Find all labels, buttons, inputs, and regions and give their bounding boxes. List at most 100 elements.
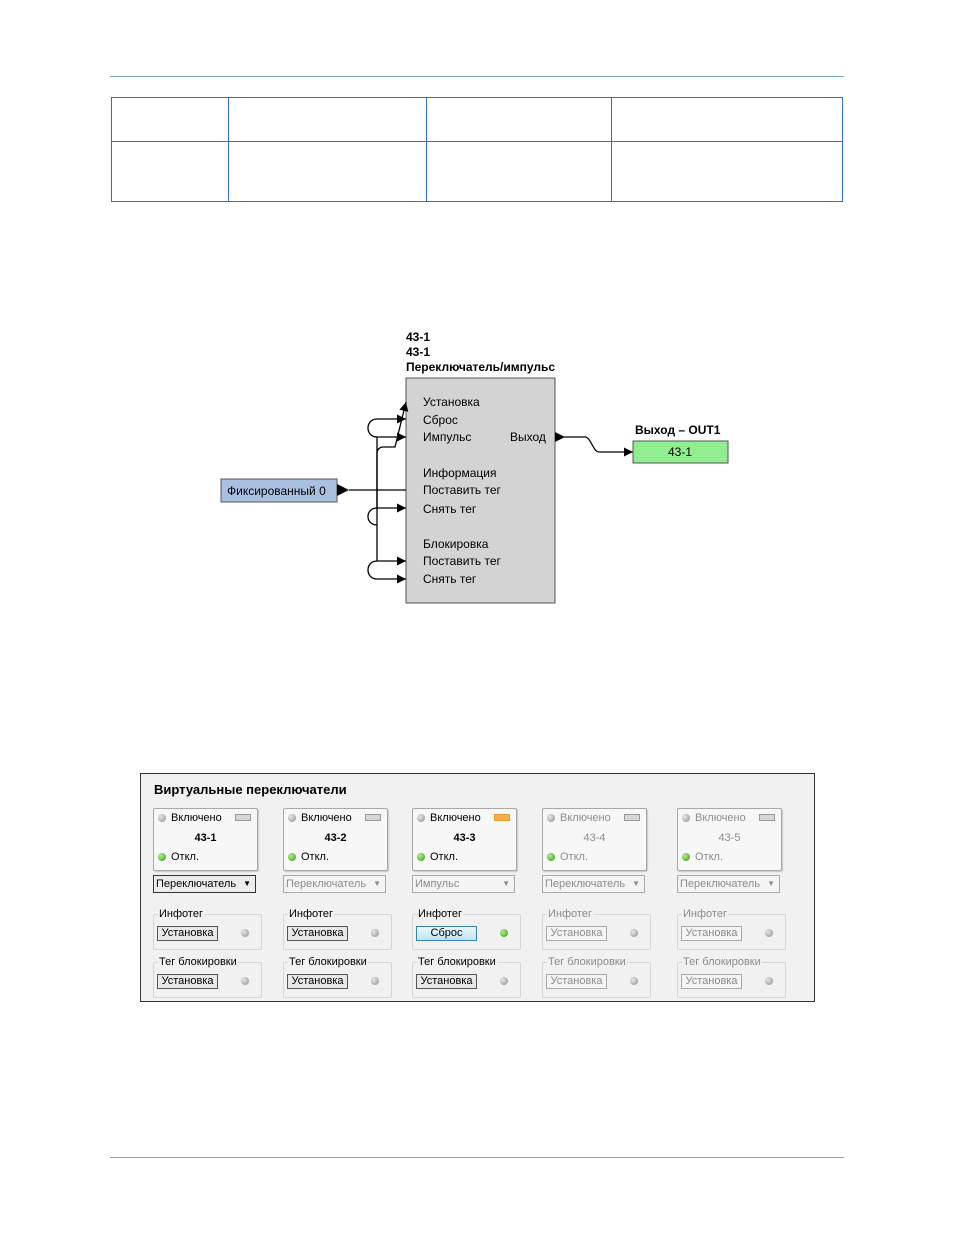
table-cell [228,97,427,142]
off-led-icon [682,853,690,861]
switch-logic-block [405,377,556,604]
info-tag-label: Инфотег [417,908,463,920]
on-led-icon [417,814,425,822]
fixed-zero-output-triangle [337,484,349,496]
output-block-title: Выход – OUT1 [635,423,721,437]
lock-tag-button[interactable]: Установка [546,974,607,989]
lock-tag-label: Тег блокировки [158,956,238,968]
off-label: Откл. [430,851,459,863]
input-label-info-clear-tag: Снять тег [423,502,477,516]
fixed-zero-label: Фиксированный 0 [227,484,326,498]
lock-tag-button[interactable]: Установка [681,974,742,989]
on-label: Включено [301,812,352,824]
state-indicator [759,814,775,821]
table-cell [611,97,843,142]
table-cell [426,141,612,202]
info-tag-label: Инфотег [288,908,334,920]
off-label: Откл. [695,851,724,863]
info-tag-led-icon [765,929,773,937]
lock-tag-label: Тег блокировки [288,956,368,968]
lock-tag-led-icon [765,977,773,985]
table-cell [228,141,427,202]
info-tag-button[interactable]: Сброс [416,926,477,941]
chevron-down-icon: ▼ [767,879,775,888]
connection-wires [349,401,633,584]
input-label-reset: Сброс [423,413,458,427]
info-tag-label: Инфотег [682,908,728,920]
panel-title: Виртуальные переключатели [154,782,347,797]
switch-name: 43-2 [324,832,347,844]
info-tag-led-icon [500,929,508,937]
info-tag-label: Инфотег [547,908,593,920]
on-label: Включено [171,812,222,824]
off-label: Откл. [301,851,330,863]
input-label-info-set-tag: Поставить тег [423,483,502,497]
mode-select[interactable]: Переключатель▼ [542,875,645,893]
switch-name: 43-3 [453,832,476,844]
on-led-icon [547,814,555,822]
output-block-value: 43-1 [668,445,692,459]
info-tag-button[interactable]: Установка [287,926,348,941]
info-tag-led-icon [241,929,249,937]
input-label-set: Установка [423,395,480,409]
lock-tag-button[interactable]: Установка [157,974,218,989]
output-block [632,440,729,464]
mode-select[interactable]: Переключатель ▼ [677,875,780,893]
table-row [111,97,843,142]
input-label-pulse: Импульс [423,430,471,444]
lock-tag-label: Тег блокировки [417,956,497,968]
off-label: Откл. [560,851,589,863]
table-row [111,141,843,202]
chevron-down-icon: ▼ [373,879,381,888]
on-label: Включено [430,812,481,824]
lock-tag-label: Тег блокировки [547,956,627,968]
switch-name: 43-4 [583,832,606,844]
lock-tag-led-icon [500,977,508,985]
mode-select[interactable]: Переключатель ▼ [283,875,386,893]
state-indicator [624,814,640,821]
lock-tag-button[interactable]: Установка [287,974,348,989]
off-label: Откл. [171,851,200,863]
lock-tag-led-icon [630,977,638,985]
state-indicator [365,814,381,821]
info-tag-led-icon [630,929,638,937]
mode-select[interactable]: Переключатель ▼ [153,875,256,893]
info-tag-button[interactable]: Установка [546,926,607,941]
info-tag-button[interactable]: Установка [681,926,742,941]
state-indicator [235,814,251,821]
mode-select-value: Импульс [415,878,460,890]
chevron-down-icon: ▼ [502,879,510,888]
off-led-icon [417,853,425,861]
info-tag-button[interactable]: Установка [157,926,218,941]
switch-name: 43-5 [718,832,741,844]
table-cell [426,97,612,142]
lock-tag-led-icon [241,977,249,985]
mode-select-value: Переключатель [156,878,237,890]
off-led-icon [288,853,296,861]
header-rule [110,76,844,77]
input-label-lock-clear-tag: Снять тег [423,572,477,586]
mode-select-value: Переключатель [286,878,367,890]
lock-tag-button[interactable]: Установка [416,974,477,989]
info-tag-led-icon [371,929,379,937]
mode-select-value: Переключатель [680,878,761,890]
output-port-triangle [555,432,565,442]
mode-select[interactable]: Импульс ▼ [412,875,515,893]
on-label: Включено [695,812,746,824]
section-label-lock: Блокировка [423,537,489,551]
chevron-down-icon: ▼ [243,879,251,888]
block-title-line-3: Переключатель/импульс [406,360,555,374]
table-cell [111,97,229,142]
block-title-line-1: 43-1 [406,330,430,344]
